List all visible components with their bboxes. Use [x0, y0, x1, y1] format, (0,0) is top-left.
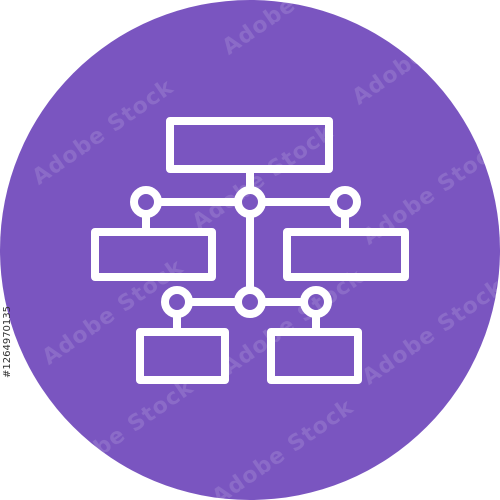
node-circle-upper-left: [130, 186, 162, 218]
middle-right-box: [283, 228, 409, 281]
top-box: [166, 117, 333, 173]
node-circle-upper-right: [329, 186, 361, 218]
asset-id-label: #1264970135: [2, 306, 13, 379]
middle-left-box: [91, 228, 216, 281]
node-circle-lower-right: [300, 286, 332, 318]
bottom-left-box: [136, 328, 229, 384]
node-circle-lower-left: [161, 286, 193, 318]
node-circle-lower-center: [234, 286, 266, 318]
bottom-right-box: [267, 328, 362, 384]
node-circle-upper-center: [234, 186, 266, 218]
